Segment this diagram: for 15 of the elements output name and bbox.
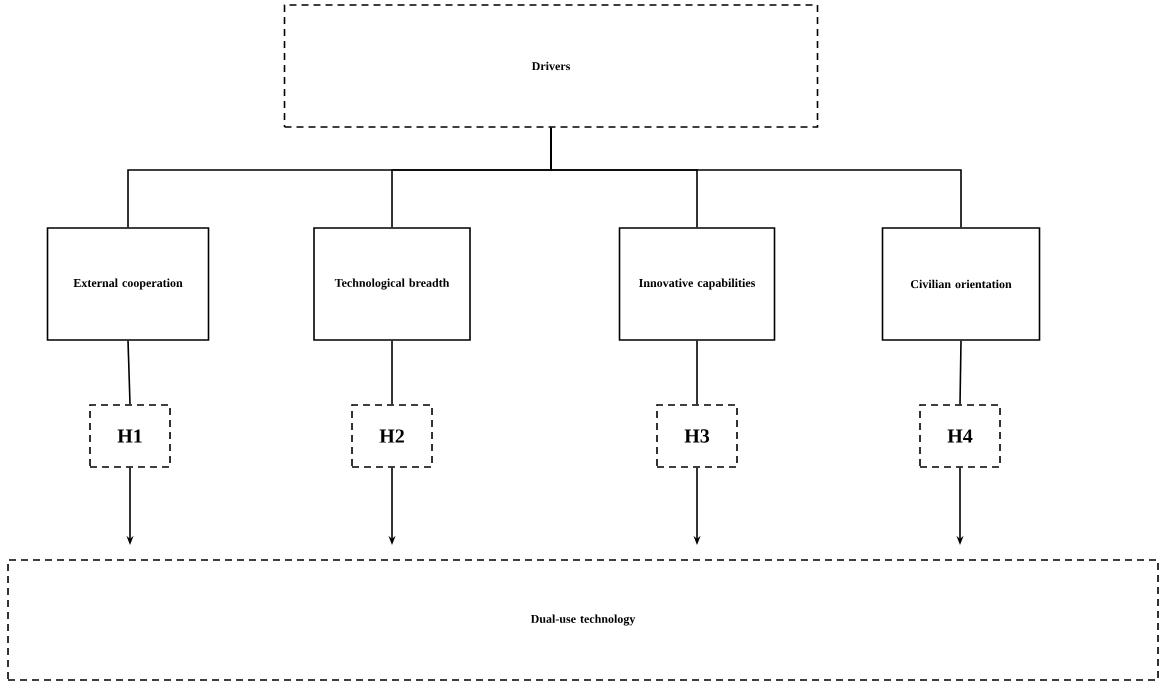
hypothesis-box: H4 — [919, 404, 1001, 468]
connector-line — [696, 340, 698, 405]
hypothesis-box: H3 — [656, 404, 738, 468]
factor-box: External cooperation — [46, 227, 210, 341]
factor-box: Innovative capabilities — [618, 227, 776, 341]
factor-box: Technological breadth — [313, 227, 471, 341]
connector-line — [550, 127, 962, 228]
driver-box: Drivers — [283, 4, 819, 128]
connector-line — [127, 340, 131, 405]
connector-line — [959, 340, 962, 405]
factor-box: Civilian orientation — [881, 227, 1041, 341]
hypothesis-box: H2 — [351, 404, 433, 468]
outcome-box: Dual-use technology — [7, 559, 1159, 681]
hypothesis-box: H1 — [89, 404, 171, 468]
connector-line — [391, 340, 393, 405]
